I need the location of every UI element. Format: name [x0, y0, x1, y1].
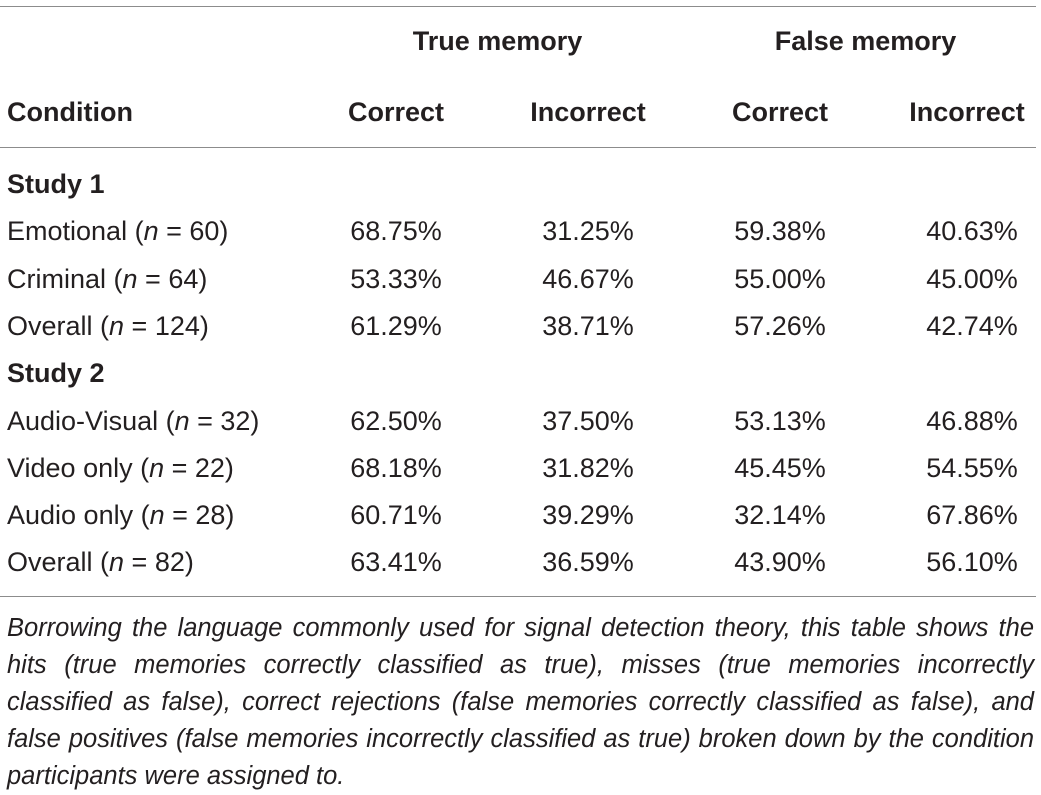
sample-size: = 82)	[124, 547, 194, 578]
n-symbol: n	[149, 452, 165, 483]
header-true-incorrect: Incorrect	[530, 97, 646, 127]
sample-size: = 32)	[189, 405, 260, 436]
value-cell: 63.41%	[350, 547, 442, 578]
group-header-false-memory: False memory	[774, 26, 957, 56]
condition-name: Emotional (	[7, 216, 144, 247]
n-symbol: n	[174, 405, 190, 436]
value-cell: 68.18%	[350, 452, 442, 483]
value-cell: 36.59%	[542, 547, 634, 578]
row-condition: Emotional (n = 60)	[7, 218, 228, 245]
value-cell: 53.13%	[734, 405, 826, 436]
value-cell: 54.55%	[926, 452, 1018, 483]
value-cell: 31.25%	[542, 216, 634, 247]
value-cell: 32.14%	[734, 500, 826, 531]
row-condition: Criminal (n = 64)	[7, 263, 208, 294]
condition-name: Video only (	[7, 452, 150, 483]
header-rule	[0, 147, 1036, 148]
value-cell: 45.00%	[926, 263, 1018, 294]
value-cell: 57.26%	[734, 310, 826, 341]
n-symbol: n	[122, 263, 138, 294]
condition-name: Audio-Visual (	[7, 405, 175, 436]
header-condition: Condition	[7, 97, 133, 127]
value-cell: 40.63%	[926, 216, 1018, 247]
value-cell: 67.86%	[926, 500, 1018, 531]
value-cell: 56.10%	[926, 547, 1018, 578]
condition-name: Overall (	[7, 310, 110, 341]
n-symbol: n	[109, 310, 125, 341]
value-cell: 46.67%	[542, 263, 634, 294]
header-true-correct: Correct	[347, 97, 445, 127]
sample-size: = 28)	[164, 500, 235, 531]
table-footnote: Borrowing the language commonly used for…	[7, 614, 1034, 790]
condition-name: Overall (	[7, 547, 110, 578]
group-header-true-memory: True memory	[412, 26, 583, 56]
row-condition: Video only (n = 22)	[7, 452, 234, 483]
sample-size: = 64)	[137, 263, 208, 294]
condition-name: Audio only (	[7, 500, 150, 531]
sample-size: = 60)	[158, 216, 229, 247]
n-symbol: n	[143, 216, 159, 247]
section-label: Study 2	[7, 358, 105, 389]
value-cell: 39.29%	[542, 500, 634, 531]
value-cell: 46.88%	[926, 405, 1018, 436]
section-label: Study 1	[7, 169, 105, 199]
value-cell: 55.00%	[734, 263, 826, 294]
n-symbol: n	[109, 547, 125, 578]
value-cell: 62.50%	[350, 405, 442, 436]
sample-size: = 124)	[124, 310, 209, 341]
value-cell: 59.38%	[734, 216, 826, 247]
sample-size: = 22)	[164, 452, 234, 483]
condition-name: Criminal (	[7, 263, 123, 294]
n-symbol: n	[149, 500, 165, 531]
row-condition: Overall (n = 124)	[7, 310, 209, 341]
value-cell: 61.29%	[350, 310, 442, 341]
value-cell: 37.50%	[542, 405, 634, 436]
row-condition: Audio only (n = 28)	[7, 502, 234, 529]
value-cell: 53.33%	[350, 263, 442, 294]
row-condition: Audio-Visual (n = 32)	[7, 405, 260, 436]
value-cell: 68.75%	[350, 216, 442, 247]
value-cell: 43.90%	[734, 547, 826, 578]
value-cell: 38.71%	[542, 310, 634, 341]
value-cell: 60.71%	[350, 500, 442, 531]
header-false-correct: Correct	[731, 97, 829, 127]
footnote-rule	[0, 596, 1036, 597]
row-condition: Overall (n = 82)	[7, 549, 194, 576]
value-cell: 45.45%	[734, 452, 826, 483]
value-cell: 31.82%	[542, 452, 634, 483]
header-false-incorrect: Incorrect	[909, 97, 1025, 127]
table-top-rule	[0, 6, 1036, 7]
value-cell: 42.74%	[926, 310, 1018, 341]
